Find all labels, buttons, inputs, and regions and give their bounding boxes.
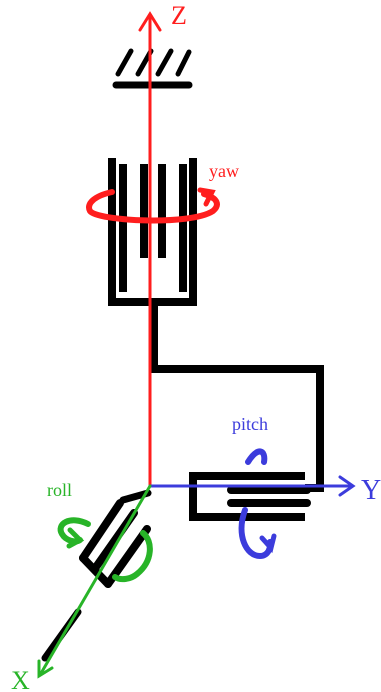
- roll-rotation-arrow: [57, 517, 153, 583]
- yaw-joint: [108, 158, 197, 306]
- z-axis: [138, 11, 162, 487]
- z-axis-arrowhead: [138, 11, 162, 32]
- pitch-label: pitch: [232, 414, 268, 434]
- x-axis-line: [38, 484, 152, 677]
- yaw-label: yaw: [209, 161, 239, 181]
- gimbal-structure: [41, 48, 324, 662]
- x-axis: [37, 484, 152, 679]
- y-axis-arrowhead: [338, 475, 356, 497]
- y-axis-label: Y: [361, 475, 381, 506]
- pitch-rotation-arrow: [238, 448, 277, 560]
- x-axis-label: X: [11, 666, 30, 692]
- yaw-rotation-arrow: [86, 187, 220, 224]
- ceiling-mount: [115, 48, 192, 77]
- z-axis-label: Z: [171, 1, 187, 30]
- y-axis: [148, 475, 356, 497]
- yaw-to-pitch-arm: [150, 300, 324, 492]
- x-axis-arrowhead: [37, 659, 54, 679]
- pitch-joint: [189, 472, 311, 521]
- roll-label: roll: [47, 480, 72, 500]
